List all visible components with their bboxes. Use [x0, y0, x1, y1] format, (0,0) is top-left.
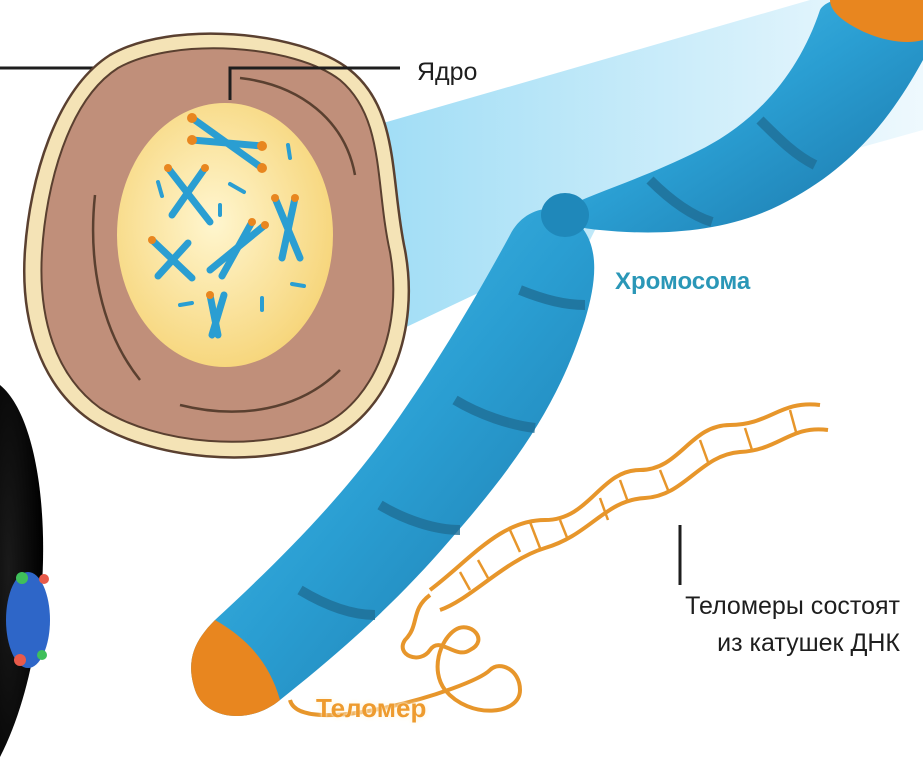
- label-telomere-composition-line2: из катушек ДНК: [588, 625, 900, 662]
- label-telomere-composition: Теломеры состоят из катушек ДНК: [588, 588, 900, 662]
- label-nucleus: Ядро: [417, 58, 477, 87]
- label-chromosome: Хромосома: [615, 268, 750, 296]
- label-telomere-composition-line1: Теломеры состоят: [588, 588, 900, 625]
- microscopy-inset: [0, 385, 50, 757]
- label-telomere: Теломер: [316, 693, 426, 724]
- cell-icon: [24, 34, 409, 458]
